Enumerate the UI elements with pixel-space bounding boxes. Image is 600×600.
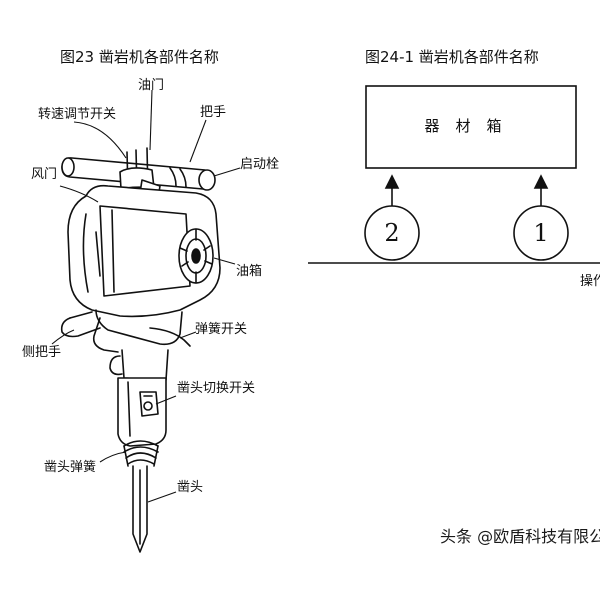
label-oil-tank: 油箱: [236, 264, 263, 279]
position-circle-2: [364, 205, 420, 261]
circle-2-label: 2: [384, 219, 400, 247]
position-circle-1: [513, 205, 569, 261]
label-speed-switch: 转速调节开关: [38, 107, 117, 122]
fig23-leader-lines: [51, 89, 241, 503]
label-throttle: 油门: [138, 78, 165, 93]
source-watermark: 头条 @欧盾科技有限公司: [440, 527, 600, 546]
equipment-box-label: 器材箱: [424, 117, 518, 135]
arrow-up-icon: [384, 174, 400, 189]
label-chisel-switch: 凿头切换开关: [177, 381, 256, 396]
fig24-title: 图24-1 凿岩机各部件名称: [365, 48, 539, 66]
label-chisel-spring: 凿头弹簧: [44, 460, 97, 475]
fig24-schematic: [308, 85, 600, 264]
operation-label: 操作: [580, 274, 600, 289]
arrow-up-icon: [533, 174, 549, 189]
fig23-title: 图23 凿岩机各部件名称: [60, 48, 219, 66]
label-side-handle: 侧把手: [22, 345, 62, 360]
equipment-box: [365, 85, 577, 169]
label-chisel: 凿头: [177, 480, 204, 495]
label-air-door: 风门: [31, 167, 58, 182]
label-handle: 把手: [200, 105, 227, 120]
circle-1-label: 1: [533, 219, 549, 247]
rock-drill-drawing: [60, 147, 221, 553]
label-start-plug: 启动栓: [240, 157, 280, 172]
label-spring-switch: 弹簧开关: [195, 322, 248, 337]
